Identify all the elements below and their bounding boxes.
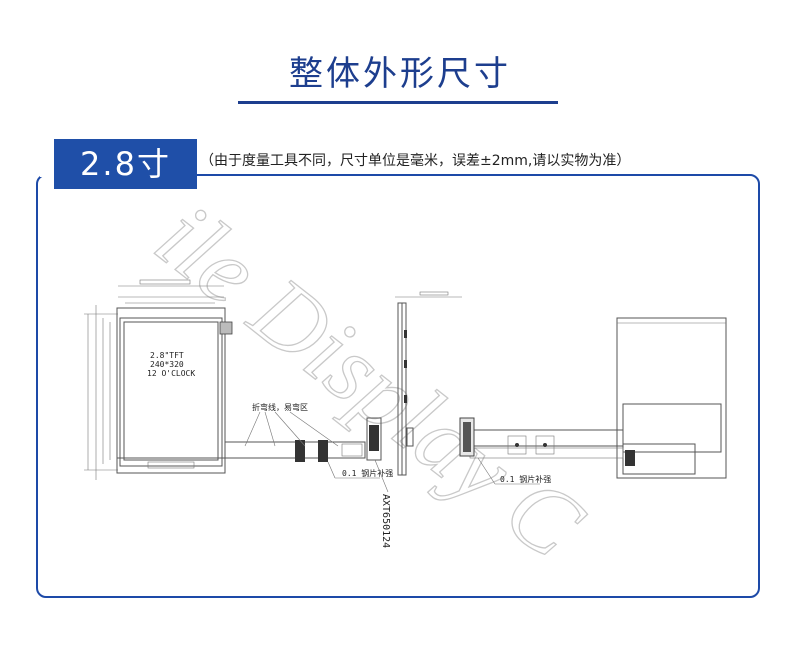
part-number: AXT650124 — [380, 494, 391, 548]
size-badge: 2.8寸 — [54, 139, 197, 189]
measurement-note: （由于度量工具不同，尺寸单位是毫米，误差±2mm,请以实物为准） — [200, 153, 631, 169]
back-view: 0.1 钢片补强 — [459, 317, 727, 485]
watermark-text: ile Display C — [137, 182, 603, 579]
screen-label-2: 240*320 — [150, 360, 184, 369]
stiffener-label-front: 0.1 钢片补强 — [342, 468, 393, 478]
title-underline — [238, 101, 558, 104]
stiffener-label-back: 0.1 钢片补强 — [500, 474, 551, 484]
front-view: 2.8"TFT 240*320 12 O'CLOCK 折弯线，易弯区 0.1 钢… — [84, 279, 393, 548]
page-title: 整体外形尺寸 — [289, 54, 511, 94]
screen-label-3: 12 O'CLOCK — [147, 369, 195, 378]
badge-mask — [40, 172, 54, 177]
side-view — [395, 291, 462, 476]
drawing-frame — [36, 174, 760, 598]
bend-zone-label: 折弯线，易弯区 — [252, 402, 308, 412]
screen-label-1: 2.8"TFT — [150, 351, 184, 360]
